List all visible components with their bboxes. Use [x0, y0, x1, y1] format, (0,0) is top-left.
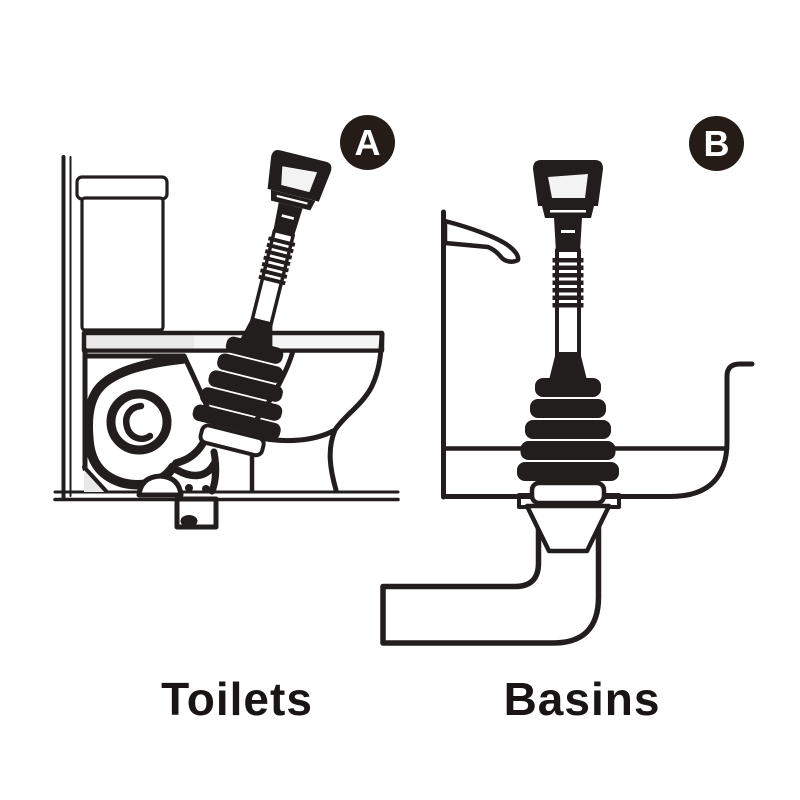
faucet-icon	[442, 218, 521, 264]
caption-toilets: Toilets	[161, 673, 313, 725]
badge-a-letter: A	[354, 121, 381, 163]
caption-basins: Basins	[503, 673, 661, 725]
plunger-a-icon	[184, 143, 349, 462]
toilet-s-trap	[83, 354, 220, 495]
basin-cutaway-illustration	[380, 160, 755, 646]
basin-waste-pipe	[380, 502, 602, 646]
badge-b-letter: B	[703, 122, 730, 164]
trap-outlet-bend	[136, 473, 184, 498]
badge-a: A	[340, 115, 395, 170]
toilet-cutaway-illustration	[53, 143, 400, 530]
toilet-soil-pipe	[174, 496, 219, 530]
badge-b: B	[689, 116, 744, 171]
toilet-tank	[75, 175, 169, 333]
plunger-b-icon	[517, 160, 619, 503]
floor-lines	[53, 490, 400, 502]
wall-lines	[61, 155, 72, 501]
